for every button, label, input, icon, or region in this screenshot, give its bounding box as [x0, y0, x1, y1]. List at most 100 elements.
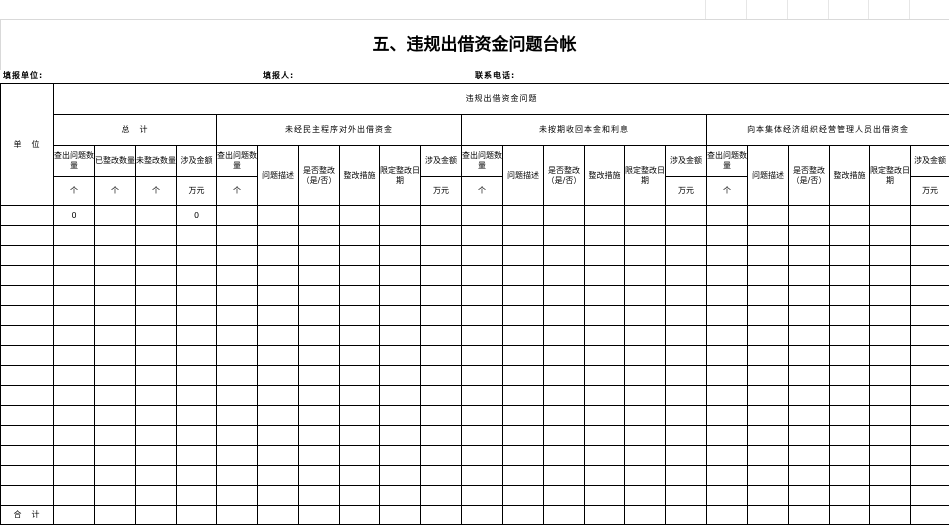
data-cell[interactable] — [747, 325, 789, 346]
data-cell[interactable] — [665, 385, 707, 406]
data-cell[interactable] — [502, 485, 544, 506]
data-cell[interactable] — [543, 405, 585, 426]
data-cell[interactable] — [543, 225, 585, 246]
data-cell[interactable] — [665, 285, 707, 306]
data-cell[interactable] — [461, 285, 503, 306]
total-cell[interactable] — [379, 505, 421, 525]
data-cell[interactable] — [624, 445, 666, 466]
data-cell[interactable] — [584, 325, 625, 346]
total-cell[interactable] — [665, 505, 707, 525]
data-cell[interactable] — [829, 465, 870, 486]
data-cell[interactable] — [706, 305, 748, 326]
total-cell[interactable] — [909, 505, 949, 525]
data-cell[interactable] — [584, 205, 625, 226]
data-cell[interactable] — [379, 405, 421, 426]
data-cell[interactable] — [176, 305, 217, 326]
data-cell[interactable] — [665, 205, 707, 226]
data-cell[interactable] — [298, 405, 340, 426]
data-cell[interactable] — [584, 445, 625, 466]
data-cell[interactable] — [53, 425, 95, 446]
data-cell[interactable] — [543, 485, 585, 506]
data-cell[interactable] — [53, 445, 95, 466]
data-cell[interactable] — [176, 465, 217, 486]
data-cell[interactable]: 0 — [53, 205, 95, 226]
data-cell[interactable] — [53, 265, 95, 286]
data-cell[interactable] — [706, 345, 748, 366]
data-cell[interactable] — [665, 425, 707, 446]
total-cell[interactable] — [829, 505, 870, 525]
data-cell[interactable] — [502, 405, 544, 426]
row-unit-cell[interactable] — [0, 245, 54, 266]
row-unit-cell[interactable] — [0, 305, 54, 326]
data-cell[interactable] — [420, 425, 462, 446]
data-cell[interactable] — [869, 305, 911, 326]
row-unit-cell[interactable] — [0, 445, 54, 466]
row-unit-cell[interactable] — [0, 345, 54, 366]
data-cell[interactable] — [94, 425, 136, 446]
data-cell[interactable] — [379, 285, 421, 306]
data-cell[interactable] — [420, 245, 462, 266]
data-cell[interactable] — [706, 365, 748, 386]
data-cell[interactable] — [461, 365, 503, 386]
data-cell[interactable] — [502, 445, 544, 466]
data-cell[interactable] — [339, 265, 380, 286]
data-cell[interactable] — [257, 245, 299, 266]
data-cell[interactable] — [665, 465, 707, 486]
data-cell[interactable]: 0 — [176, 205, 217, 226]
total-cell[interactable] — [584, 505, 625, 525]
data-cell[interactable] — [176, 385, 217, 406]
data-cell[interactable] — [829, 285, 870, 306]
data-cell[interactable] — [257, 385, 299, 406]
data-cell[interactable] — [298, 305, 340, 326]
data-cell[interactable] — [339, 465, 380, 486]
data-cell[interactable] — [624, 305, 666, 326]
data-cell[interactable] — [339, 285, 380, 306]
data-cell[interactable] — [216, 465, 258, 486]
data-cell[interactable] — [257, 445, 299, 466]
data-cell[interactable] — [135, 205, 177, 226]
data-cell[interactable] — [869, 285, 911, 306]
data-cell[interactable] — [909, 385, 949, 406]
data-cell[interactable] — [829, 345, 870, 366]
data-cell[interactable] — [176, 285, 217, 306]
data-cell[interactable] — [53, 385, 95, 406]
data-cell[interactable] — [624, 465, 666, 486]
data-cell[interactable] — [135, 485, 177, 506]
data-cell[interactable] — [420, 385, 462, 406]
data-cell[interactable] — [53, 305, 95, 326]
data-cell[interactable] — [624, 325, 666, 346]
data-cell[interactable] — [584, 265, 625, 286]
data-cell[interactable] — [706, 325, 748, 346]
data-cell[interactable] — [706, 285, 748, 306]
data-cell[interactable] — [624, 365, 666, 386]
total-cell[interactable] — [747, 505, 789, 525]
data-cell[interactable] — [216, 405, 258, 426]
data-cell[interactable] — [829, 445, 870, 466]
data-cell[interactable] — [829, 205, 870, 226]
total-cell[interactable] — [869, 505, 911, 525]
data-cell[interactable] — [747, 225, 789, 246]
data-cell[interactable] — [747, 285, 789, 306]
data-cell[interactable] — [216, 385, 258, 406]
data-cell[interactable] — [788, 225, 830, 246]
data-cell[interactable] — [135, 265, 177, 286]
data-cell[interactable] — [747, 405, 789, 426]
data-cell[interactable] — [379, 225, 421, 246]
data-cell[interactable] — [53, 405, 95, 426]
data-cell[interactable] — [747, 465, 789, 486]
data-cell[interactable] — [94, 285, 136, 306]
data-cell[interactable] — [624, 285, 666, 306]
row-unit-cell[interactable] — [0, 265, 54, 286]
data-cell[interactable] — [909, 325, 949, 346]
data-cell[interactable] — [829, 225, 870, 246]
data-cell[interactable] — [379, 325, 421, 346]
data-cell[interactable] — [502, 325, 544, 346]
data-cell[interactable] — [53, 365, 95, 386]
data-cell[interactable] — [53, 225, 95, 246]
data-cell[interactable] — [257, 225, 299, 246]
data-cell[interactable] — [502, 345, 544, 366]
data-cell[interactable] — [829, 425, 870, 446]
data-cell[interactable] — [665, 265, 707, 286]
data-cell[interactable] — [298, 465, 340, 486]
data-cell[interactable] — [829, 305, 870, 326]
